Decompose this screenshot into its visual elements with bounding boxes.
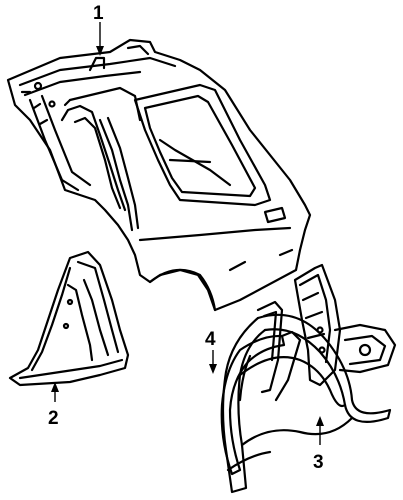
callout-label-4: 4	[205, 329, 216, 350]
callout-2: 2	[48, 382, 59, 429]
part-3-wheelhouse[interactable]	[221, 263, 397, 494]
callout-3: 3	[313, 416, 324, 473]
callout-label-3: 3	[313, 452, 324, 473]
part-1-quarter-panel[interactable]	[6, 38, 312, 312]
callout-label-1: 1	[93, 3, 104, 24]
callout-label-2: 2	[48, 408, 59, 429]
callout-4: 4	[205, 329, 217, 374]
part-2-pillar-extension[interactable]	[8, 250, 130, 387]
callout-1: 1	[93, 3, 104, 56]
part-4-inner-arch[interactable]	[220, 330, 302, 476]
